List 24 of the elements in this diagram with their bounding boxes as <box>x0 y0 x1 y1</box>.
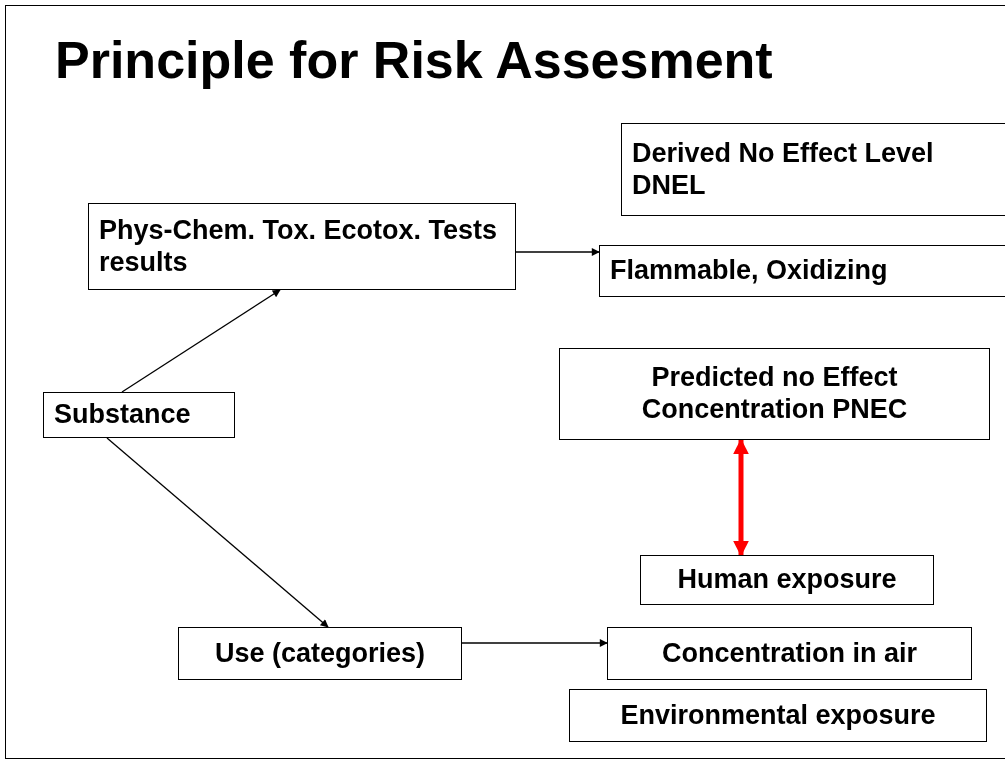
arrow <box>106 437 329 628</box>
arrow <box>461 639 608 647</box>
node-text: Predicted no Effect Concentration PNEC <box>640 362 909 426</box>
process-box <box>88 203 516 290</box>
process-box <box>43 392 235 438</box>
node-text: Concentration in air <box>662 637 917 670</box>
node-text: Use (categories) <box>214 637 426 670</box>
arrow <box>515 248 600 256</box>
double-arrow <box>733 438 749 557</box>
node-text: Phys-Chem. Tox. Ecotox. Tests results <box>99 214 499 279</box>
process-box <box>607 627 972 680</box>
node-text: Flammable, Oxidizing <box>610 255 888 287</box>
node-text: Environmental exposure <box>620 699 936 732</box>
node-text: Derived No Effect Level DNEL <box>632 137 935 202</box>
node-text: Substance <box>54 399 191 431</box>
process-box <box>559 348 990 440</box>
process-box <box>599 245 1005 297</box>
process-box <box>569 689 987 742</box>
process-box <box>178 627 462 680</box>
arrow <box>121 289 281 393</box>
slide-title: Principle for Risk Assesment <box>55 30 773 90</box>
process-box <box>640 555 934 605</box>
process-box <box>621 123 1005 216</box>
node-text: Human exposure <box>677 564 897 596</box>
